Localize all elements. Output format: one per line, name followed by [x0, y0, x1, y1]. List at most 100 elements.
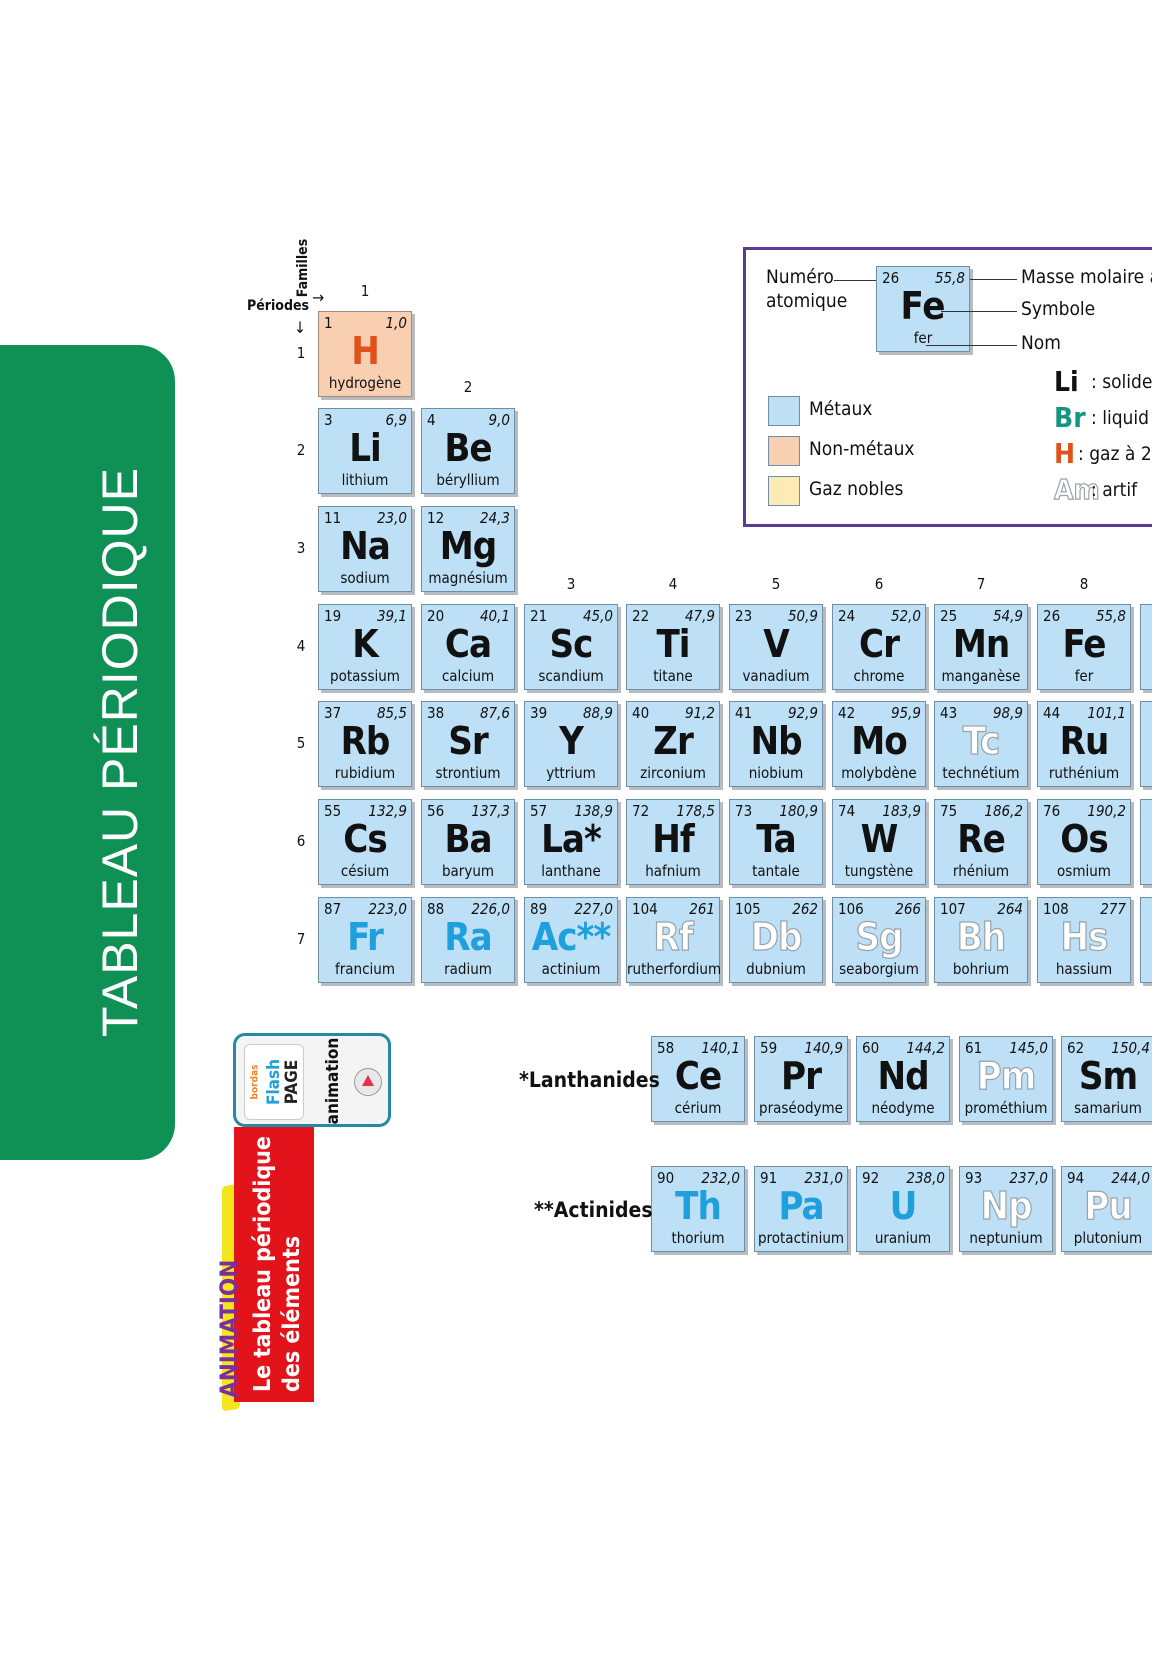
play-icon[interactable]: [354, 1068, 382, 1096]
molar-mass: 47,9: [684, 607, 715, 625]
element-name: strontium: [435, 764, 501, 782]
element-cell-partial: [1140, 701, 1152, 787]
atomic-number: 93: [965, 1169, 983, 1187]
atomic-number: 57: [530, 802, 548, 820]
element-name: thorium: [671, 1229, 725, 1247]
atomic-number: 23: [735, 607, 753, 625]
legend-num-label-1: Numéro: [766, 266, 834, 288]
element-symbol: Mo: [851, 719, 908, 763]
element-name: béryllium: [436, 471, 500, 489]
atomic-number: 20: [427, 607, 445, 625]
element-name: cérium: [674, 1099, 722, 1117]
familles-header: Familles: [295, 238, 311, 298]
group-label: 7: [976, 575, 986, 593]
molar-mass: 238,0: [906, 1169, 945, 1187]
molar-mass: 223,0: [368, 900, 407, 918]
state-label: : liquid: [1091, 407, 1149, 429]
element-symbol: Tc: [962, 718, 1001, 763]
molar-mass: 132,9: [368, 802, 407, 820]
molar-mass: 6,9: [385, 411, 407, 429]
legend-leader-num: [834, 280, 876, 281]
legend-example-sym: Fe: [900, 284, 946, 328]
animation-banner[interactable]: [234, 1127, 314, 1402]
element-cell-partial: [1140, 897, 1152, 983]
element-name: rhénium: [952, 862, 1010, 880]
element-name: lanthane: [541, 862, 601, 880]
element-name: bohrium: [952, 960, 1010, 978]
group-label: 1: [360, 282, 370, 300]
molar-mass: 137,3: [471, 802, 510, 820]
element-symbol: W: [860, 817, 899, 861]
element-symbol: Ti: [656, 622, 690, 666]
atomic-number: 44: [1043, 704, 1061, 722]
element-name: zirconium: [640, 764, 706, 782]
atomic-number: 42: [838, 704, 856, 722]
element-name: scandium: [538, 667, 604, 685]
group-label: 6: [874, 575, 884, 593]
page-title: TABLEAU PÉRIODIQUE: [92, 467, 148, 1037]
title-band: [0, 345, 175, 1160]
element-name: césium: [340, 862, 390, 880]
legend-leader-symbol: [941, 311, 1017, 312]
molar-mass: 39,1: [376, 607, 407, 625]
atomic-number: 62: [1067, 1039, 1085, 1057]
element-symbol: Mn: [952, 622, 1010, 666]
flashpage-brand: bordas: [249, 1064, 261, 1100]
group-label: 8: [1079, 575, 1089, 593]
element-symbol: Nb: [750, 719, 802, 763]
atomic-number: 21: [530, 607, 548, 625]
flashpage-animation-button[interactable]: bordas Flash PAGE animation: [233, 1033, 391, 1127]
element-symbol: Cs: [343, 817, 387, 861]
element-cell-partial: [1140, 799, 1152, 885]
legend-mass-label: Masse molaire at: [1021, 266, 1152, 288]
atomic-number: 41: [735, 704, 753, 722]
element-name: hydrogène: [328, 374, 402, 392]
element-name: manganèse: [941, 667, 1021, 685]
molar-mass: 232,0: [701, 1169, 740, 1187]
atomic-number: 87: [324, 900, 342, 918]
legend-swatch: [768, 476, 800, 506]
element-name: tantale: [752, 862, 800, 880]
legend-category-label: Métaux: [809, 398, 873, 420]
molar-mass: 85,5: [376, 704, 407, 722]
element-name: neptunium: [969, 1229, 1043, 1247]
element-name: hassium: [1055, 960, 1113, 978]
state-symbol: Li: [1054, 365, 1079, 398]
element-name: protactinium: [757, 1229, 845, 1247]
element-name: seaborgium: [839, 960, 919, 978]
element-symbol: Th: [675, 1184, 722, 1228]
element-name: rubidium: [334, 764, 396, 782]
atomic-number: 19: [324, 607, 342, 625]
element-name: vanadium: [742, 667, 810, 685]
element-symbol: Pa: [778, 1184, 824, 1228]
element-symbol: Hs: [1060, 914, 1109, 959]
animation-tag: ANIMATION: [215, 1259, 243, 1398]
molar-mass: 244,0: [1111, 1169, 1150, 1187]
atomic-number: 76: [1043, 802, 1061, 820]
element-symbol: Ba: [444, 817, 492, 861]
state-symbol: Am: [1053, 472, 1100, 506]
element-symbol: Ra: [444, 915, 492, 959]
element-symbol: Nd: [877, 1054, 929, 1098]
element-name: yttrium: [546, 764, 596, 782]
atomic-number: 61: [965, 1039, 983, 1057]
element-symbol: Ru: [1059, 719, 1110, 763]
element-name: plutonium: [1073, 1229, 1143, 1247]
molar-mass: 226,0: [471, 900, 510, 918]
molar-mass: 40,1: [479, 607, 510, 625]
